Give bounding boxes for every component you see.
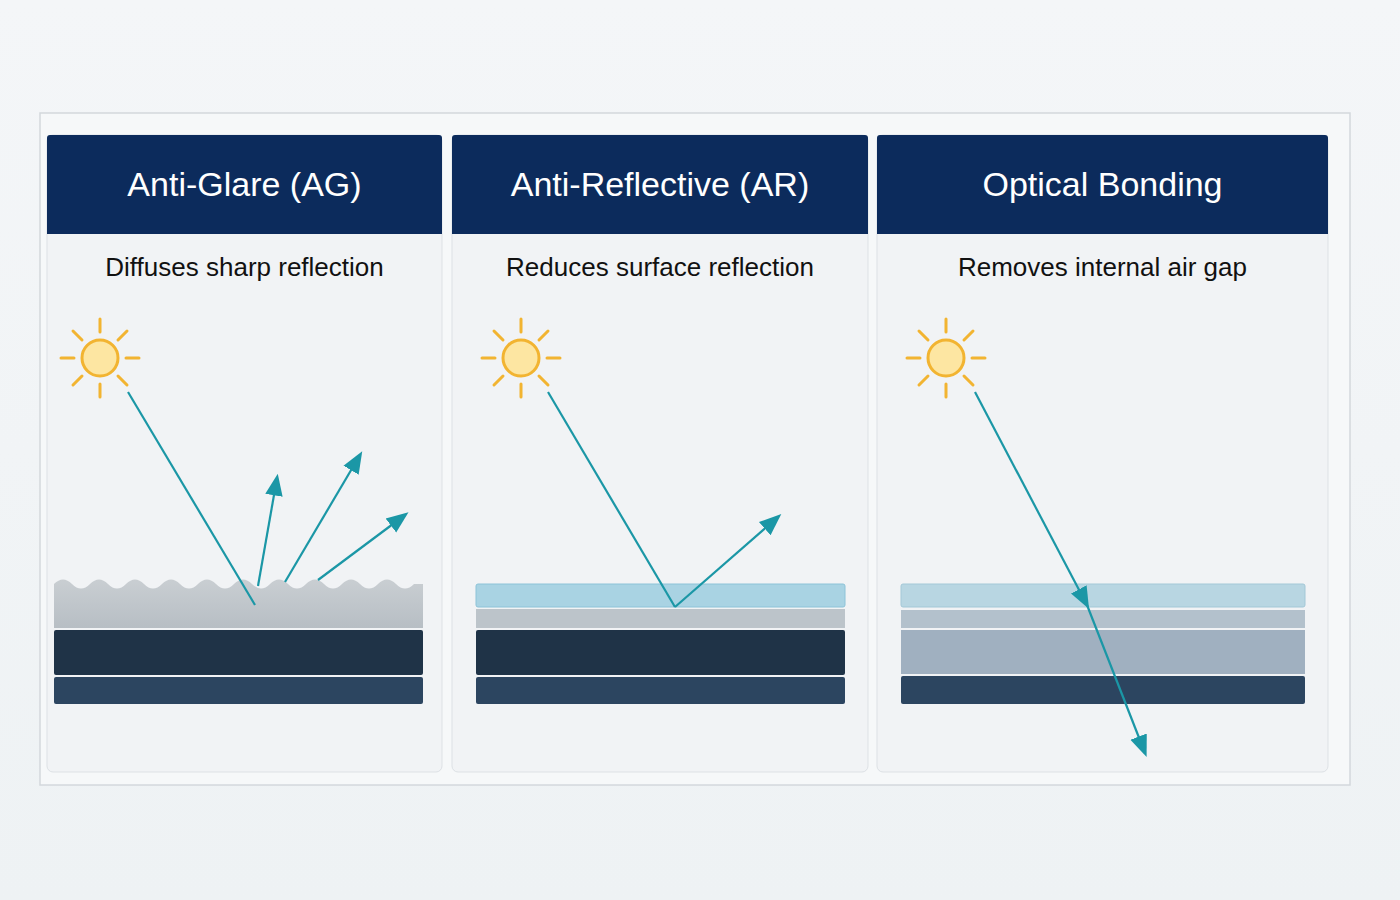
- panel-subtitle: Diffuses sharp reflection: [47, 252, 442, 283]
- base-layer: [54, 677, 423, 704]
- reflected-ray: [675, 517, 778, 607]
- panel-layer: [54, 630, 423, 675]
- scattered-ray: [318, 515, 405, 580]
- panel-heading: Optical Bonding: [877, 135, 1328, 234]
- panel-heading: Anti-Reflective (AR): [452, 135, 868, 234]
- feature-panel: Anti-Reflective (AR) Reduces surface refl…: [452, 135, 868, 772]
- scattered-ray: [285, 455, 360, 582]
- panel-subtitle: Removes internal air gap: [877, 252, 1328, 283]
- ar-coating: [476, 584, 845, 607]
- sun-icon: [482, 319, 560, 397]
- panel-ground: [47, 135, 442, 772]
- transmitted-ray: [1087, 605, 1145, 753]
- sun-icon: [907, 319, 985, 397]
- outer-frame: [40, 113, 1350, 785]
- bonding-layer: [901, 610, 1305, 628]
- panel-subtitle: Reduces surface reflection: [452, 252, 868, 283]
- feature-panel: Anti-Glare (AG) Diffuses sharp reflection: [47, 135, 442, 772]
- sun-icon: [61, 319, 139, 397]
- panel-heading: Anti-Glare (AG): [47, 135, 442, 234]
- base-layer: [901, 676, 1305, 704]
- panel-layer: [476, 630, 845, 675]
- optical-bonding-figure: [901, 319, 1305, 753]
- base-layer: [476, 677, 845, 704]
- glass-layer: [476, 609, 845, 628]
- light-ray: [128, 392, 255, 605]
- light-ray: [975, 392, 1087, 605]
- light-ray: [548, 392, 675, 607]
- anti-glare-figure: [54, 319, 423, 704]
- panel-ground: [452, 135, 868, 772]
- panel-ground: [877, 135, 1328, 772]
- anti-reflective-figure: [476, 319, 845, 704]
- matte-layer: [54, 580, 423, 629]
- display-layer: [901, 630, 1305, 674]
- scattered-ray: [258, 478, 277, 586]
- feature-panel: Optical BondingRemoves internal air gap: [877, 135, 1328, 772]
- cover-glass: [901, 584, 1305, 607]
